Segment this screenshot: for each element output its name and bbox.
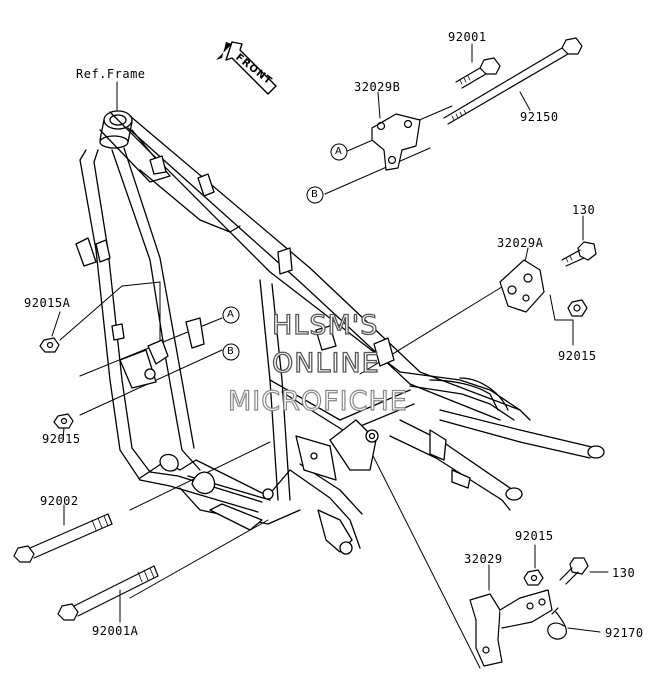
part-label-92001: 92001	[448, 30, 487, 44]
nut-92015-left	[53, 413, 74, 429]
bolt-130-lower	[559, 557, 589, 585]
part-label-92170: 92170	[605, 626, 644, 640]
part-label-32029A: 32029A	[497, 236, 544, 250]
callout-a-upper: A	[335, 146, 343, 157]
nut-92015-right	[567, 299, 588, 317]
bolt-92002	[13, 513, 113, 563]
callout-b-upper: B	[311, 189, 319, 200]
watermark-line2: ONLINE	[271, 348, 380, 379]
bracket-32029A	[499, 259, 545, 313]
bracket-32029	[469, 589, 553, 667]
part-label-92015A: 92015A	[24, 296, 71, 310]
bracket-32029B	[371, 113, 421, 171]
part-label-130-lower: 130	[612, 566, 636, 580]
nut-92015A	[39, 337, 60, 353]
hook-92170	[547, 607, 567, 640]
part-label-92002: 92002	[40, 494, 79, 508]
bolt-92150	[443, 37, 583, 125]
callout-b-frame: B	[227, 346, 235, 357]
bolt-92001A	[57, 565, 159, 621]
part-label-92015-lower: 92015	[515, 529, 554, 543]
callout-circles	[222, 143, 348, 361]
ref-frame-label: Ref.Frame	[76, 67, 146, 81]
bolt-130-upper	[561, 241, 597, 267]
part-label-32029: 32029	[464, 552, 503, 566]
part-label-92150: 92150	[520, 110, 559, 124]
motorcycle-frame	[75, 110, 605, 555]
front-arrow-icon	[216, 41, 277, 95]
bolt-92001	[455, 57, 501, 89]
part-label-92015-left: 92015	[42, 432, 81, 446]
watermark-line3: MICROFICHE	[227, 386, 408, 417]
watermark-line1: HLSM'S	[271, 310, 379, 341]
part-label-32029B: 32029B	[354, 80, 401, 94]
nut-92015-lower	[523, 569, 544, 586]
part-label-92001A: 92001A	[92, 624, 139, 638]
part-label-130-upper: 130	[572, 203, 596, 217]
part-label-92015-right: 92015	[558, 349, 597, 363]
callout-a-frame: A	[227, 309, 235, 320]
